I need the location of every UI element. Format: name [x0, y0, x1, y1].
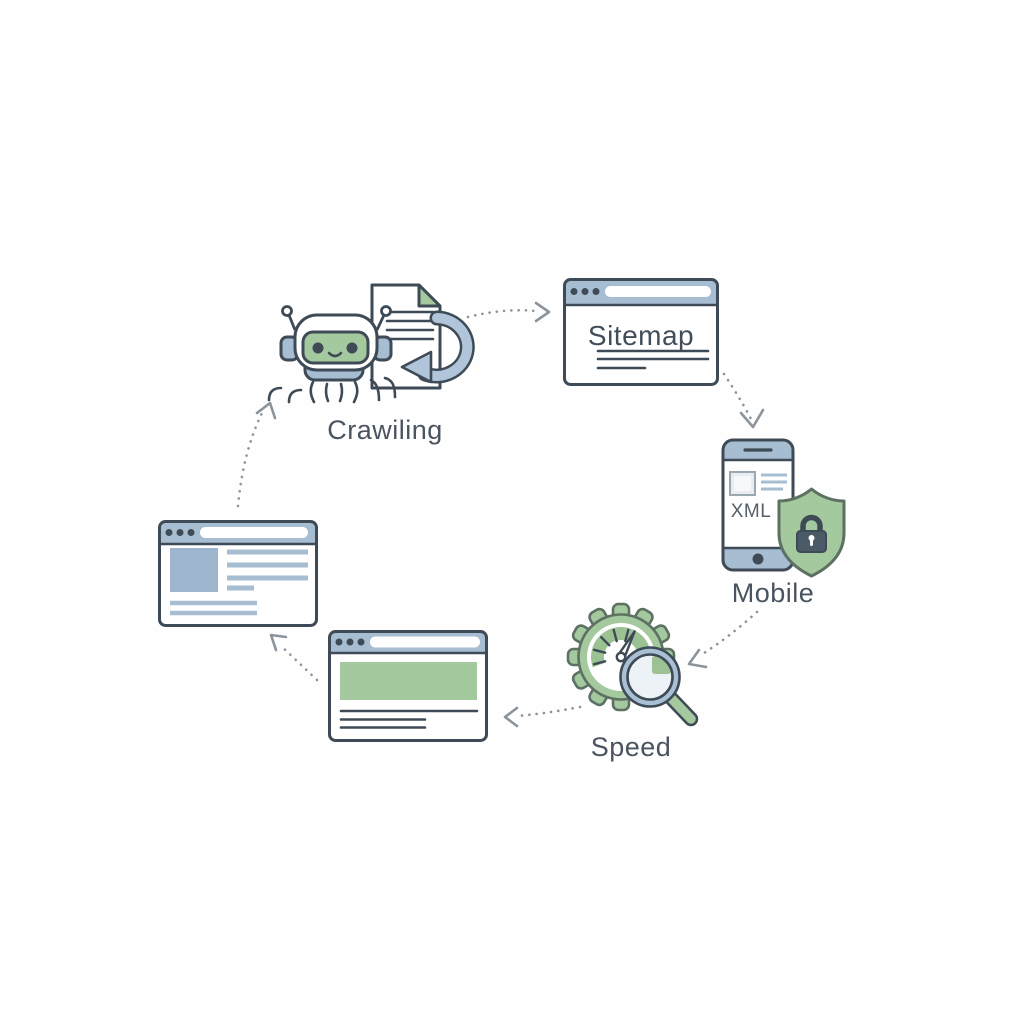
screen-text-lines: [761, 473, 787, 491]
text-lines: [339, 709, 479, 729]
robot-antennae: [281, 305, 392, 331]
browser-dot: [176, 529, 184, 536]
crawling-label: Crawiling: [327, 415, 443, 445]
robot-crawler-icon: [267, 283, 475, 404]
browser-address-bar: [605, 286, 711, 297]
browser-window-sitemap-icon: [563, 278, 719, 386]
xml-screen-text: XML: [730, 501, 772, 522]
arrow-hero-page-to-article-page: [269, 633, 319, 682]
browser-dot: [581, 288, 589, 295]
mobile-label: Mobile: [731, 578, 815, 608]
arrow-sitemap-to-mobile: [722, 372, 765, 429]
browser-window-article-icon: [158, 520, 318, 627]
arrow-speed-to-hero-page: [503, 705, 582, 728]
text-lines: [596, 349, 710, 370]
screen-image-inner: [734, 476, 751, 491]
gear-speedometer-icon: [566, 602, 699, 727]
smartphone-icon: [721, 438, 846, 578]
robot-face-screen: [301, 330, 370, 365]
robot-eye-right: [346, 342, 358, 354]
gauge-needle-hub: [615, 651, 627, 663]
browser-address-bar: [200, 527, 308, 538]
speed-label: Speed: [590, 732, 672, 762]
lock-keyhole: [808, 535, 815, 541]
robot-smile: [327, 351, 343, 358]
arrow-crawling-to-sitemap: [466, 301, 551, 323]
arrow-article-page-to-crawling: [236, 401, 277, 508]
magnifier-icon: [619, 646, 699, 727]
hero-banner: [340, 662, 477, 700]
article-text-lines: [227, 549, 308, 591]
gauge-ticks: [592, 628, 630, 666]
robot-eye-left: [312, 342, 324, 354]
browser-dot: [592, 288, 600, 295]
shield-lock-icon: [777, 487, 846, 578]
browser-window-hero-icon: [328, 630, 488, 742]
browser-dot: [357, 638, 365, 646]
phone-home-button: [752, 553, 764, 565]
arrow-mobile-to-speed: [687, 610, 759, 669]
browser-address-bar: [370, 636, 480, 648]
browser-dot: [335, 638, 343, 646]
browser-dot: [187, 529, 195, 536]
robot-legs: [267, 376, 397, 404]
browser-dot: [346, 638, 354, 646]
article-image-placeholder: [170, 548, 218, 592]
browser-dot: [165, 529, 173, 536]
sitemap-label: Sitemap: [587, 320, 695, 351]
browser-dot: [570, 288, 578, 295]
article-footer-lines: [170, 600, 257, 616]
